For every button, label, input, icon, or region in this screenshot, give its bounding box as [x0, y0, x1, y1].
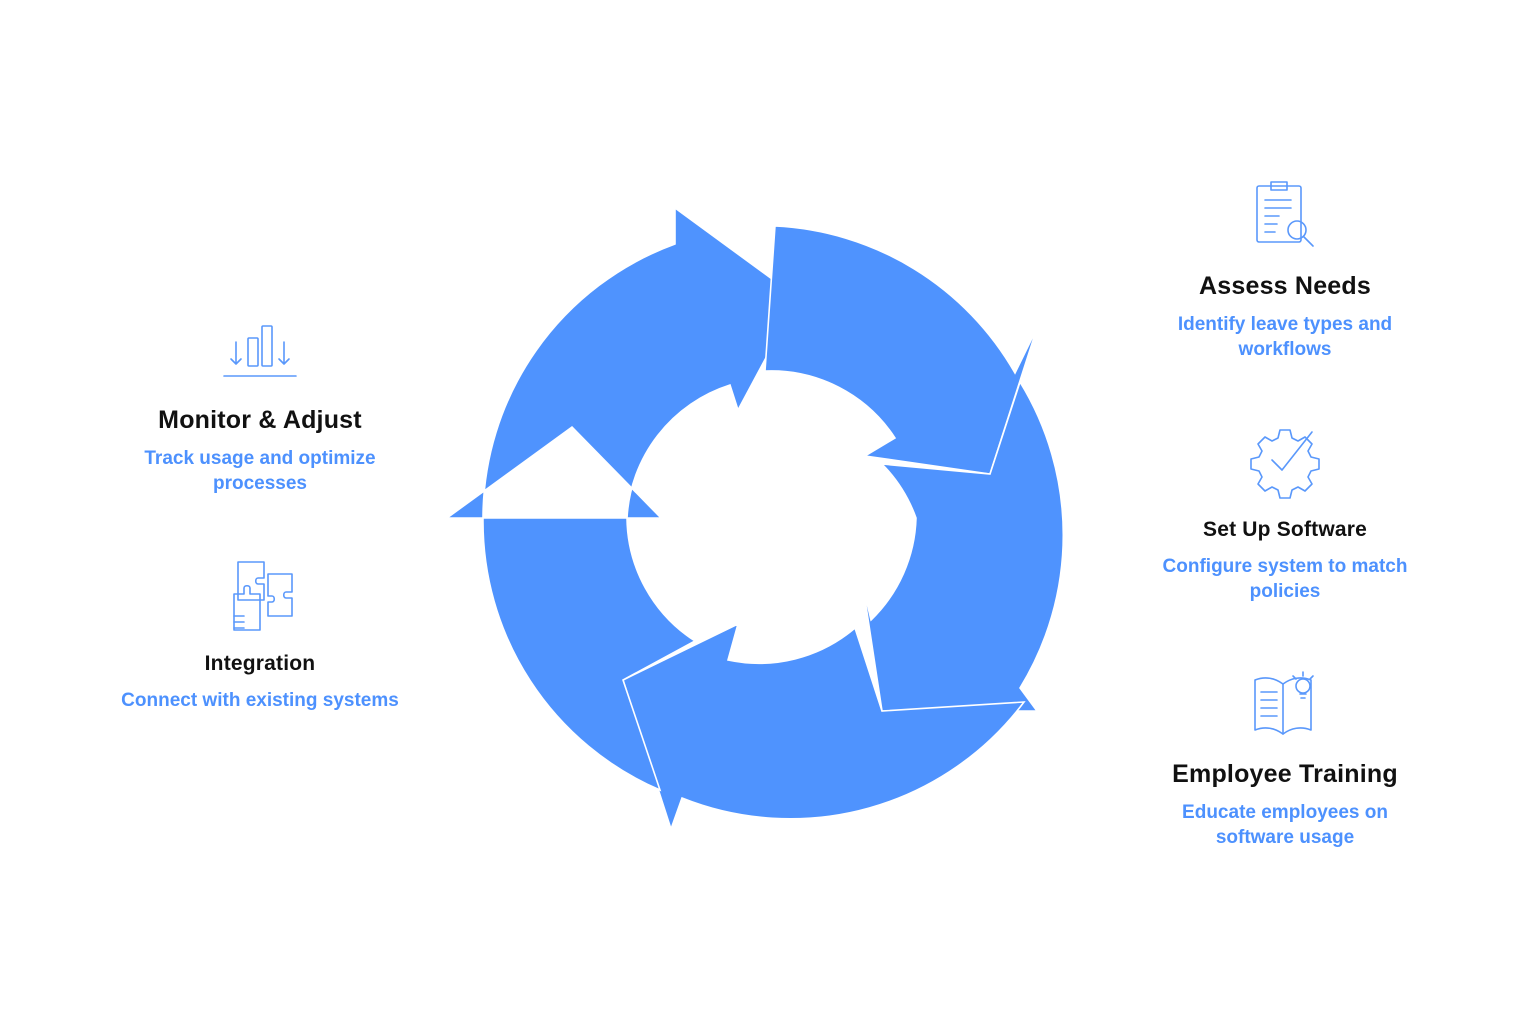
- step-description: Educate employees on software usage: [1130, 800, 1440, 850]
- description-line: policies: [1249, 581, 1321, 602]
- step-employee-training: Employee Training Educate employees on s…: [1130, 664, 1440, 850]
- step-description: Connect with existing systems: [105, 688, 415, 713]
- step-title: Employee Training: [1172, 760, 1398, 788]
- arrow-segment-integration: [482, 517, 697, 792]
- step-integration: Integration Connect with existing system…: [105, 558, 415, 713]
- description-line: Configure system to match: [1162, 556, 1408, 577]
- description-line: Connect with existing systems: [121, 690, 399, 711]
- description-line: processes: [212, 473, 307, 494]
- step-title: Assess Needs: [1199, 272, 1371, 300]
- step-monitor-adjust: Monitor & Adjust Track usage and optimiz…: [105, 318, 415, 496]
- bar-chart-arrows-icon: [223, 325, 297, 377]
- description-line: Identify leave types and: [1177, 314, 1393, 335]
- book-lightbulb-icon: [1254, 671, 1314, 735]
- step-title: Monitor & Adjust: [158, 406, 362, 434]
- description-line: Educate employees on: [1182, 802, 1388, 823]
- step-description: Configure system to match policies: [1130, 554, 1440, 604]
- puzzle-pieces-icon: [233, 561, 293, 631]
- clipboard-search-icon: [1256, 181, 1314, 247]
- arrow-segment-assess: [764, 225, 1038, 475]
- step-title: Integration: [204, 652, 316, 675]
- description-line: Track usage and optimize: [144, 448, 376, 469]
- cycle-arrows: [444, 206, 1065, 832]
- step-title: Set Up Software: [1202, 518, 1368, 541]
- description-line: workflows: [1238, 339, 1332, 360]
- gear-check-icon: [1250, 429, 1320, 499]
- step-set-up-software: Set Up Software Configure system to matc…: [1130, 420, 1440, 604]
- arrow-segment-monitor: [444, 206, 800, 519]
- step-description: Identify leave types and workflows: [1130, 312, 1440, 362]
- step-description: Track usage and optimize processes: [105, 446, 415, 496]
- arrow-segment-training: [622, 622, 1026, 832]
- description-line: software usage: [1215, 827, 1355, 848]
- step-assess-needs: Assess Needs Identify leave types and wo…: [1130, 176, 1440, 362]
